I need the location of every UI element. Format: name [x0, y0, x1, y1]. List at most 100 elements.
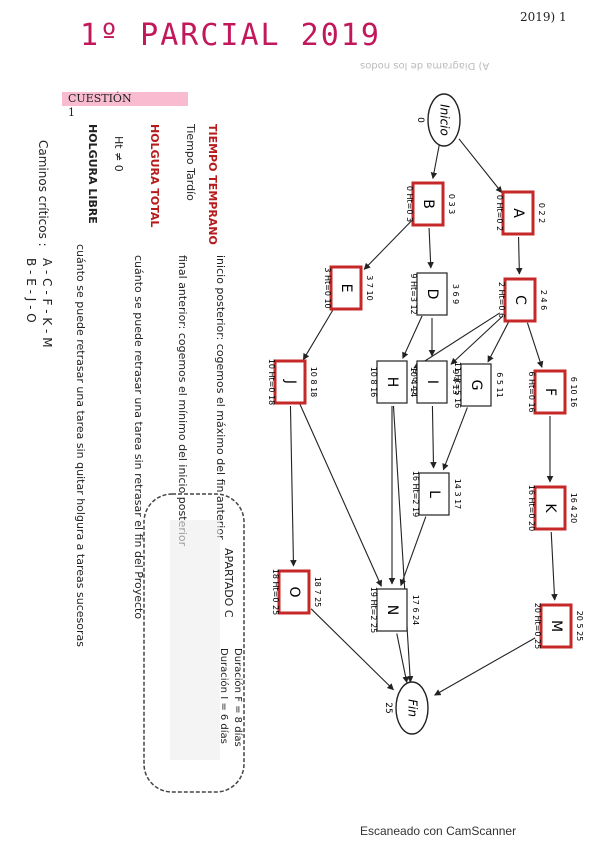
edge-A-C: [515, 236, 523, 275]
task-times-O: 18 7 25: [313, 577, 322, 608]
task-slack-E: 3 Ht=0 10: [323, 267, 332, 308]
task-node-J: [273, 359, 307, 405]
tiempo-tardio-text: final anterior: cogemos el mínimo del in…: [176, 255, 189, 547]
task-letter-N: N: [384, 605, 400, 615]
inicio-value: 0: [415, 117, 425, 123]
task-slack-B: 0 Ht=0 3: [405, 186, 414, 222]
edge-C-I: [450, 315, 503, 365]
task-node-H: [376, 360, 408, 404]
apartado-bubble: [143, 493, 245, 793]
holgura-libre-label: HOLGURA LIBRE: [86, 124, 99, 224]
scanner-watermark: Escaneado con CamScanner: [360, 824, 517, 838]
task-slack-F: 6 Ht=0 16: [527, 371, 536, 412]
task-letter-D: D: [424, 289, 440, 300]
task-node-E: [329, 265, 363, 311]
section-label: CUESTIÓN: [68, 92, 132, 105]
edge-B-E: [363, 220, 412, 270]
task-node-C: [503, 277, 537, 323]
task-times-G: 6 5 11: [495, 372, 504, 397]
page-title: 1º PARCIAL 2019: [80, 18, 381, 53]
task-times-E: 3 7 10: [365, 275, 374, 300]
edge-C-F: [526, 322, 544, 368]
task-times-D: 3 6 9: [451, 284, 460, 304]
task-times-F: 6 10 16: [569, 377, 578, 408]
holgura-total-text: cuánto se puede retrasar una tarea sin r…: [132, 255, 145, 620]
task-times-B: 0 3 3: [447, 194, 456, 214]
page-number: 2019) 1: [520, 10, 567, 24]
task-times-N: 17 6 24: [411, 595, 420, 626]
task-node-I: [416, 360, 448, 404]
task-times-M: 20 5 25: [575, 611, 584, 642]
task-slack-D: 9 Ht=3 12: [409, 273, 418, 314]
apartado-line-1: Duración F = 8 días: [232, 648, 243, 747]
task-node-A: [501, 190, 535, 236]
task-letter-M: M: [548, 620, 564, 632]
task-times-I: 9 4 13: [451, 369, 460, 394]
fin-label: Fin: [406, 699, 420, 717]
caminos-label: Caminos críticos :: [36, 140, 50, 247]
inicio-label: Inicio: [438, 104, 452, 136]
camino-critico-1: A - C - F - K - M: [40, 258, 54, 348]
task-letter-O: O: [286, 586, 302, 597]
task-slack-L: 16 Ht=2 19: [411, 471, 420, 517]
apartado-border: [143, 493, 245, 793]
edge-C-H: [413, 312, 501, 369]
edge-O-Fin: [310, 608, 394, 691]
section-number: 1: [68, 106, 75, 119]
task-node-G: [460, 363, 492, 407]
fin-node: [395, 681, 429, 735]
inicio-node: [427, 93, 461, 147]
task-times-A: 0 2 2: [537, 203, 546, 223]
task-letter-K: K: [542, 503, 558, 513]
task-node-D: [416, 272, 448, 316]
task-letter-G: G: [468, 380, 484, 391]
task-slack-G: 11 Ht=5 16: [453, 362, 462, 408]
tiempo-temprano-label: TIEMPO TEMPRANO: [206, 124, 219, 245]
edge-E-J: [302, 308, 335, 361]
apartado-title: APARTADO C: [222, 548, 235, 618]
task-slack-N: 19 Ht=2 25: [369, 587, 378, 633]
tiempo-temprano-text: inicio posterior: cogemos el máximo del …: [214, 255, 227, 540]
task-letter-C: C: [512, 295, 528, 305]
task-slack-J: 10 Ht=0 18: [267, 359, 276, 405]
edge-M-Fin: [434, 637, 536, 696]
task-slack-O: 18 Ht=0 25: [271, 569, 280, 615]
edge-N-Fin: [396, 633, 409, 684]
task-letter-F: F: [542, 388, 558, 396]
task-letter-E: E: [338, 284, 354, 293]
tiempo-tardio-label: Tiempo Tardío: [184, 124, 197, 201]
task-node-N: [376, 588, 408, 632]
edge-Inicio-B: [430, 143, 441, 180]
task-node-K: [533, 485, 567, 531]
task-letter-A: A: [510, 208, 526, 218]
section-header: CUESTIÓN 1: [62, 92, 188, 119]
ht-formula: Ht ≠ 0: [112, 136, 125, 172]
task-letter-H: H: [384, 377, 400, 388]
task-times-L: 14 3 17: [453, 479, 462, 510]
edge-D-H: [402, 315, 423, 359]
task-node-L: [418, 472, 450, 516]
edge-Inicio-A: [458, 138, 503, 194]
edge-C-G: [487, 321, 510, 363]
scanner-footer: Escaneado con CamScanner: [0, 818, 599, 848]
task-times-J: 10 8 18: [309, 367, 318, 398]
scanned-page: 2019) 1 1º PARCIAL 2019 A) Diagrama de l…: [24, 10, 584, 793]
task-node-F: [533, 369, 567, 415]
task-slack-A: 0 Ht=0 2: [495, 195, 504, 231]
task-times-C: 2 4 6: [539, 290, 548, 310]
edge-B-D: [427, 227, 434, 269]
task-node-B: [411, 181, 445, 227]
holgura-total-label: HOLGURA TOTAL: [148, 124, 161, 228]
edge-H-Fin: [392, 405, 414, 683]
edge-K-M: [550, 531, 558, 601]
task-slack-C: 2 Ht=0 6: [497, 282, 506, 318]
fin-value: 25: [383, 702, 393, 713]
edge-J-N: [299, 403, 382, 587]
task-slack-H: 10 8 16: [369, 367, 378, 398]
task-letter-B: B: [420, 199, 436, 209]
task-times-H: 9 6 15: [411, 369, 420, 394]
task-slack-I: 10 4 14: [409, 367, 418, 398]
task-times-K: 16 4 20: [569, 493, 578, 524]
apartado-line-2: Duración I = 6 días: [218, 648, 229, 744]
